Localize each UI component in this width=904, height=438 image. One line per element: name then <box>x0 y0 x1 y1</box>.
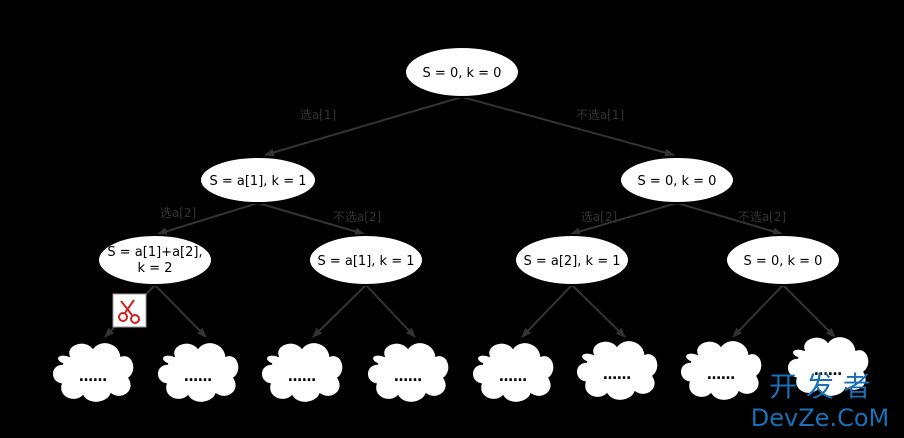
edge-label-l1l-left: 选a[2] <box>160 206 196 220</box>
edge-rl-cloud1 <box>521 284 573 338</box>
node-l1-right: S = 0, k = 0 <box>619 156 735 204</box>
node-l1-left-label: S = a[1], k = 1 <box>209 174 306 189</box>
edge-label-l1l-right: 不选a[2] <box>333 210 381 224</box>
cloud-7: …… <box>679 339 763 402</box>
edge-rl-cloud2 <box>571 284 626 338</box>
cloud-5-label: …… <box>499 369 527 385</box>
cloud-2: …… <box>156 341 240 404</box>
edge-rr-cloud2 <box>782 284 836 338</box>
node-l2-rr-label: S = 0, k = 0 <box>744 254 823 269</box>
cloud-3-label: …… <box>288 369 316 385</box>
cloud-3: …… <box>260 341 344 404</box>
node-root-label: S = 0, k = 0 <box>423 66 502 81</box>
cloud-8: …… <box>786 335 870 398</box>
node-l2-lr: S = a[1], k = 1 <box>308 234 424 286</box>
cloud-6-label: …… <box>603 367 631 383</box>
edge-ll-cloud2 <box>154 284 207 338</box>
cloud-5: …… <box>471 341 555 404</box>
node-l2-rr: S = 0, k = 0 <box>725 234 841 286</box>
cloud-2-label: …… <box>184 369 212 385</box>
edge-rr-cloud1 <box>732 284 784 338</box>
cloud-1-label: …… <box>79 369 107 385</box>
node-l2-ll: S = a[1]+a[2], k = 2 <box>97 234 213 286</box>
watermark-line1: 开 发 者 <box>769 370 871 403</box>
node-l1-right-label: S = 0, k = 0 <box>638 174 717 189</box>
edge-root-left <box>264 96 463 157</box>
edge-l1l-left <box>157 202 259 236</box>
cloud-7-label: …… <box>707 367 735 383</box>
edge-label-root-right: 不选a[1] <box>576 108 624 122</box>
edge-l1r-right <box>676 202 783 236</box>
watermark-logo: 开 发 者 DevZe.CoM <box>751 370 889 432</box>
cloud-4: …… <box>366 341 450 404</box>
scissors-icon <box>112 293 147 328</box>
node-root: S = 0, k = 0 <box>404 46 520 98</box>
cloud-6: …… <box>575 339 659 402</box>
edge-lr-cloud2 <box>365 284 416 338</box>
node-l2-ll-label-line1: S = a[1]+a[2], <box>107 245 202 260</box>
edge-lr-cloud1 <box>312 284 367 338</box>
cloud-4-label: …… <box>394 369 422 385</box>
cloud-8-label: …… <box>814 363 842 379</box>
node-l2-ll-label-line2: k = 2 <box>138 261 173 276</box>
edge-label-root-left: 选a[1] <box>300 108 336 122</box>
node-l2-lr-label: S = a[1], k = 1 <box>317 254 414 269</box>
cloud-1: …… <box>51 341 135 404</box>
edge-l1r-left <box>570 202 678 236</box>
node-l2-rl-label: S = a[2], k = 1 <box>523 254 620 269</box>
node-l2-rl: S = a[2], k = 1 <box>514 234 630 286</box>
node-l1-left: S = a[1], k = 1 <box>199 156 317 204</box>
edge-label-l1r-left: 选a[2] <box>581 210 617 224</box>
edge-l1l-right <box>257 202 365 236</box>
edge-label-l1r-right: 不选a[2] <box>738 210 786 224</box>
edge-root-right <box>461 96 675 157</box>
watermark-line2: DevZe.CoM <box>751 404 889 432</box>
